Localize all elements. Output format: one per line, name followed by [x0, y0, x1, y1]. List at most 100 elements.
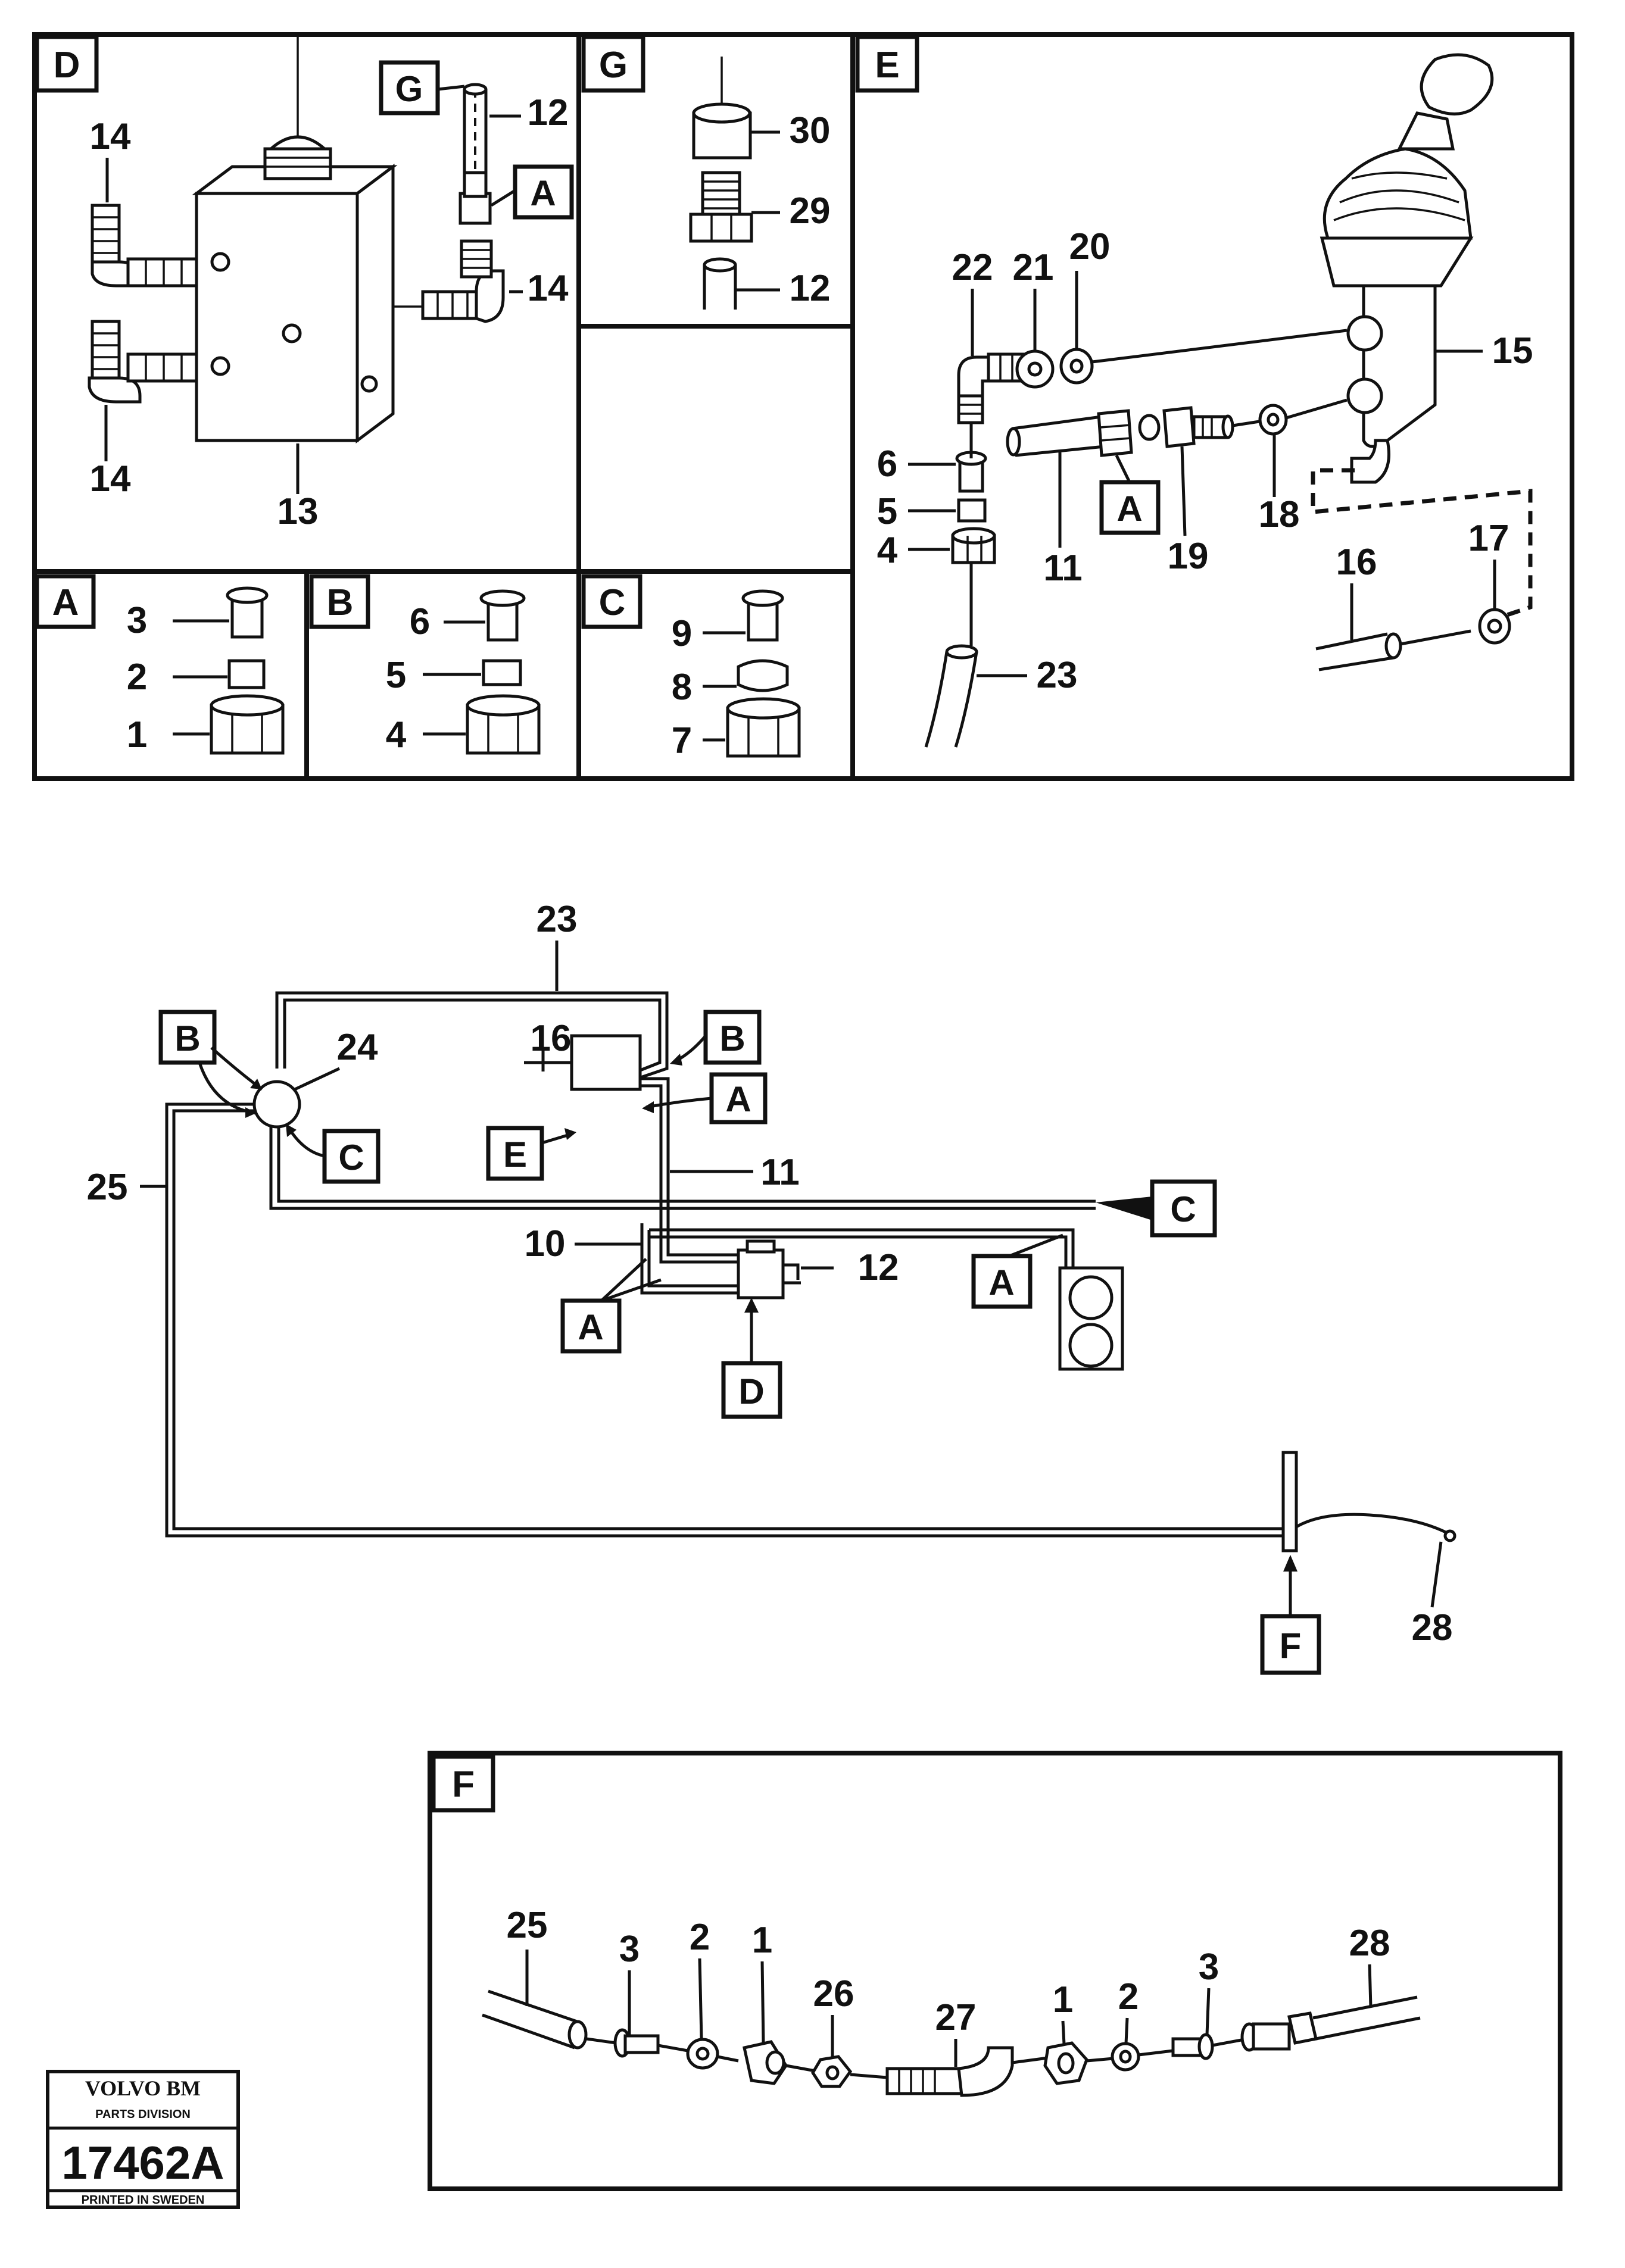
callout-12-d: 12 [528, 92, 569, 133]
callout-25-schematic: 25 [87, 1167, 128, 1208]
callout-12-schematic: 12 [858, 1247, 899, 1288]
insert-6-b [479, 589, 526, 642]
panel-d-ref-g: G [395, 69, 423, 109]
callout-24: 24 [337, 1027, 378, 1068]
panel-f-label-box [431, 1754, 495, 1813]
stamp-number: 17462A [61, 2136, 224, 2189]
control-valve-symbol [570, 1034, 642, 1091]
elbow-27 [885, 2046, 1014, 2097]
elbow-fitting-14-lower [88, 320, 198, 404]
schematic-ref-a-right: A [988, 1263, 1014, 1302]
insert-9-c [741, 589, 784, 642]
callout-13: 13 [277, 491, 319, 532]
schematic-ref-a-left-box [560, 1298, 622, 1354]
callout-28-schematic: 28 [1412, 1607, 1453, 1648]
tube-23-e [924, 644, 978, 748]
callout-26: 26 [813, 1973, 854, 2014]
nut-1-a [210, 694, 285, 755]
panel-a: A 3 2 1 [35, 574, 285, 755]
callout-25-f: 25 [507, 1905, 548, 1946]
elbow-fitting-14-upper [91, 204, 198, 288]
callout-14-lower: 14 [90, 458, 131, 499]
ring-5-b [482, 659, 522, 686]
callout-7-c: 7 [672, 720, 692, 761]
ring-2-f2 [1111, 2042, 1140, 2072]
callout-2-f2: 2 [1118, 1976, 1139, 2017]
callout-29: 29 [790, 190, 831, 232]
callout-20: 20 [1069, 226, 1111, 267]
panel-e: E [855, 35, 1533, 748]
callout-5-e: 5 [877, 491, 897, 532]
stamp-division: PARTS DIVISION [95, 2108, 191, 2121]
schematic-ref-e-box [486, 1126, 544, 1181]
ring-2-f1 [686, 2038, 719, 2070]
nut-26 [811, 2055, 853, 2088]
callout-15: 15 [1492, 330, 1533, 371]
nut-7-c [726, 697, 801, 758]
nut-21 [1015, 349, 1055, 389]
stamp-printed: PRINTED IN SWEDEN [82, 2194, 205, 2207]
callout-1-a: 1 [127, 714, 147, 755]
tube-11 [1006, 415, 1105, 457]
control-valve-15 [1320, 53, 1494, 484]
callout-2-a: 2 [127, 657, 147, 698]
schematic-ref-a-top: A [725, 1079, 751, 1119]
callout-5-b: 5 [386, 655, 406, 696]
hose-25-f [482, 1989, 588, 2050]
schematic-ref-b-left-box [158, 1010, 217, 1065]
schematic-ref-b-left: B [174, 1019, 200, 1058]
schematic-ref-e: E [503, 1135, 527, 1174]
elbow-fitting-14-right [393, 83, 505, 323]
ring-2-a [227, 659, 266, 689]
ring-5-e [957, 498, 987, 523]
insert-3-f2 [1171, 2033, 1214, 2060]
union-19 [1138, 406, 1234, 448]
callout-19: 19 [1168, 536, 1209, 577]
callout-16-e: 16 [1336, 542, 1377, 583]
callout-21: 21 [1013, 247, 1054, 288]
ring-8-c [737, 659, 789, 692]
schematic-ref-f-box [1260, 1614, 1321, 1675]
schematic-ref-f: F [1280, 1626, 1302, 1666]
callout-3-a: 3 [127, 600, 147, 641]
callout-1-f1: 1 [752, 1920, 772, 1961]
callout-22: 22 [952, 247, 993, 288]
callout-14-upper: 14 [90, 116, 131, 157]
top-panels-frame [32, 32, 1574, 781]
insert-3-f1 [613, 2028, 660, 2058]
callout-4-b: 4 [386, 714, 407, 755]
stamp-brand: VOLVO BM [85, 2076, 201, 2100]
nut-1-f1 [743, 2040, 788, 2085]
panel-a-label-box [35, 574, 96, 629]
tube-12-g [703, 257, 737, 310]
callout-17: 17 [1468, 518, 1509, 559]
routing-schematic: B B C A E C A A D F [87, 899, 1456, 1675]
panel-b: B 6 5 4 [309, 574, 541, 755]
schematic-ref-b-right-box [703, 1010, 762, 1065]
washer-20 [1059, 348, 1094, 385]
callout-30: 30 [790, 110, 831, 151]
callout-27: 27 [935, 1997, 977, 2038]
panel-e-label: E [875, 45, 899, 86]
callout-9-c: 9 [672, 613, 692, 654]
washer-18 [1258, 404, 1288, 436]
panel-a-label: A [52, 582, 79, 623]
schematic-ref-a-top-box [709, 1072, 768, 1124]
cap-30 [692, 102, 752, 160]
callout-16-schematic: 16 [531, 1018, 572, 1059]
callout-11-schematic: 11 [760, 1152, 800, 1193]
callout-6-b: 6 [410, 601, 430, 642]
callout-11-e: 11 [1043, 548, 1083, 589]
schematic-ref-c-right: C [1170, 1189, 1196, 1229]
callout-2-f1: 2 [690, 1917, 710, 1958]
callout-10: 10 [525, 1223, 566, 1264]
insert-3-a [226, 586, 269, 639]
panel-e-ref-a: A [1116, 489, 1142, 529]
schematic-ref-d-box [721, 1361, 782, 1419]
panel-d: D [35, 35, 574, 532]
callout-28-f: 28 [1349, 1923, 1390, 1964]
schematic-ref-d: D [738, 1372, 764, 1411]
callout-3-f2: 3 [1199, 1947, 1219, 1988]
panel-d-ref-a: A [530, 173, 556, 213]
panel-e-label-box [855, 35, 919, 93]
